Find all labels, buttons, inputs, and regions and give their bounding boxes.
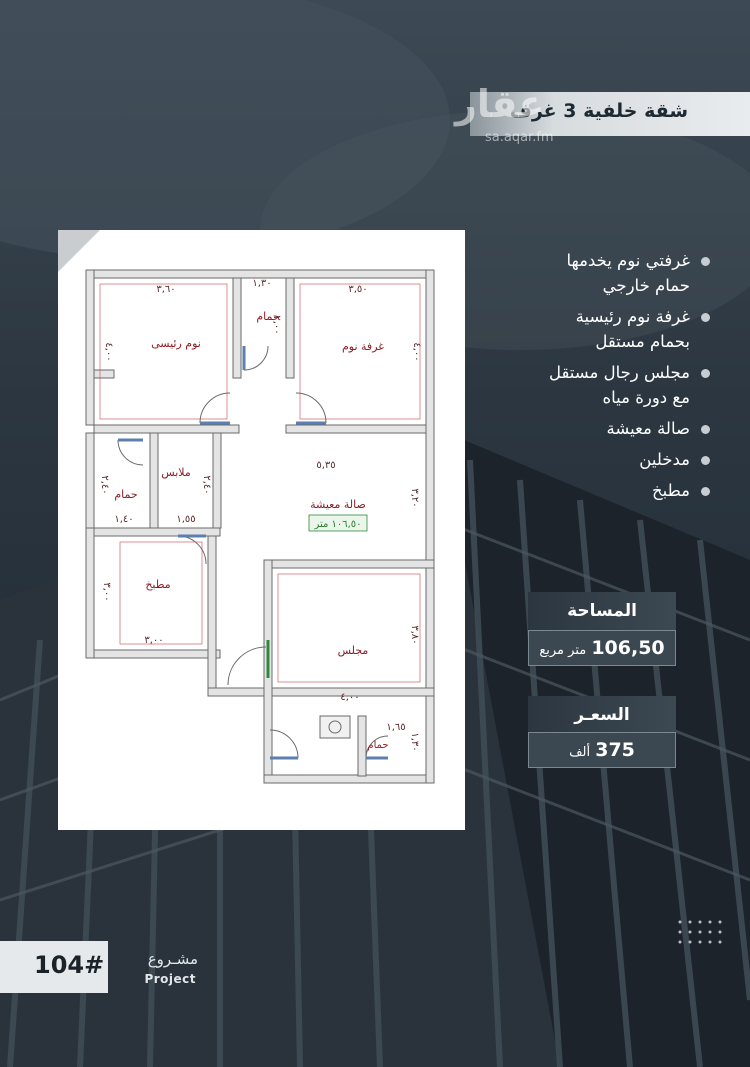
room-bathroom-bottom: حمام (367, 740, 388, 751)
feature-list: غرفتي نوم يخدمها حمام خارجي غرفة نوم رئي… (460, 248, 710, 509)
area-value: 106,50 (591, 637, 665, 659)
feature-item: غرفتي نوم يخدمها حمام خارجي (460, 248, 710, 298)
bullet-icon (701, 456, 710, 465)
price-value-box: 375 ألف (528, 732, 676, 768)
project-number-badge: 104# (0, 941, 108, 993)
bullet-icon (701, 487, 710, 496)
feature-line: مع دورة مياه (602, 388, 690, 407)
watermark-logo: عقار (455, 82, 545, 126)
feature-item: مطبخ (460, 478, 710, 503)
dim-label: ١,٦٥ (386, 722, 405, 733)
title-banner: شقة خلفية 3 غرف (470, 92, 750, 136)
dot-grid-decoration (678, 920, 722, 944)
floor-plan-drawing: نوم رئيسى حمام غرفة نوم حمام ملابس صالة … (85, 269, 435, 784)
feature-line: مطبخ (651, 481, 690, 500)
project-label-ar: مشـروع (147, 950, 198, 968)
dim-label: ١,٣٠ (252, 278, 271, 289)
feature-item: مدخلين (460, 447, 710, 472)
feature-line: حمام خارجي (602, 276, 690, 295)
dim-label: ٣,٨٠ (409, 625, 420, 644)
feature-line: مدخلين (639, 450, 690, 469)
room-dressing: ملابس (161, 466, 191, 479)
dim-label: ٤,٠٠ (411, 342, 422, 361)
dim-label: ٢,٤٠ (201, 475, 212, 494)
room-majlis: مجلس (338, 644, 369, 657)
feature-line: صالة معيشة (606, 419, 691, 438)
bullet-icon (701, 369, 710, 378)
dim-label: ١,٣٠ (409, 732, 420, 751)
bullet-icon (701, 257, 710, 266)
room-master-bedroom: نوم رئيسى (151, 337, 201, 350)
floor-plan: نوم رئيسى حمام غرفة نوم حمام ملابس صالة … (58, 230, 465, 830)
dim-label: ٣,٢٠ (409, 488, 420, 507)
dim-label: ١,٥٥ (176, 514, 195, 525)
dim-label: ٢,٠٠ (271, 315, 282, 334)
room-bathroom-top: حمام (256, 310, 279, 323)
dim-label: ٥,٣٥ (316, 460, 335, 471)
room-bathroom-left: حمام (114, 488, 137, 501)
watermark: عقار sa.aqar.fm (455, 82, 554, 145)
dim-label: ٣,٠٠ (144, 635, 163, 646)
feature-line: مجلس رجال مستقل (548, 363, 690, 382)
price-unit: ألف (569, 745, 591, 760)
plan-corner-accent (58, 230, 100, 272)
feature-line: بحمام مستقل (595, 332, 690, 351)
page-title: شقة خلفية 3 غرف (509, 100, 688, 122)
project-number: 104# (34, 951, 105, 979)
feature-item: غرفة نوم رئيسية بحمام مستقل (460, 304, 710, 354)
project-label: مشـروع Project (108, 944, 208, 990)
area-label: المساحة (528, 592, 676, 630)
dim-label: ٣,٦٠ (156, 284, 175, 295)
dim-label: ١,٤٠ (114, 514, 133, 525)
area-unit: متر مربع (539, 643, 587, 658)
dim-label: ٣,٠٠ (101, 582, 112, 601)
dim-label: ٤,٠٠ (103, 342, 114, 361)
room-bedroom: غرفة نوم (342, 340, 384, 353)
feature-item: صالة معيشة (460, 416, 710, 441)
area-value-box: 106,50 متر مربع (528, 630, 676, 666)
bullet-icon (701, 313, 710, 322)
price-label: السعـر (528, 696, 676, 734)
watermark-site: sa.aqar.fm (485, 130, 554, 145)
project-label-en: Project (144, 972, 196, 986)
dim-label: ٢,٤٠ (99, 475, 110, 494)
feature-line: غرفة نوم رئيسية (575, 307, 690, 326)
room-living-area: ١٠٦,٥٠ متر (313, 519, 361, 530)
feature-line: غرفتي نوم يخدمها (566, 251, 690, 270)
room-living-hall: صالة معيشة (310, 498, 366, 511)
price-value: 375 (595, 739, 635, 761)
dim-label: ٤,٠٠ (340, 692, 359, 703)
dim-label: ٣,٥٠ (348, 284, 367, 295)
feature-item: مجلس رجال مستقل مع دورة مياه (460, 360, 710, 410)
room-kitchen: مطبخ (145, 578, 170, 591)
bullet-icon (701, 425, 710, 434)
